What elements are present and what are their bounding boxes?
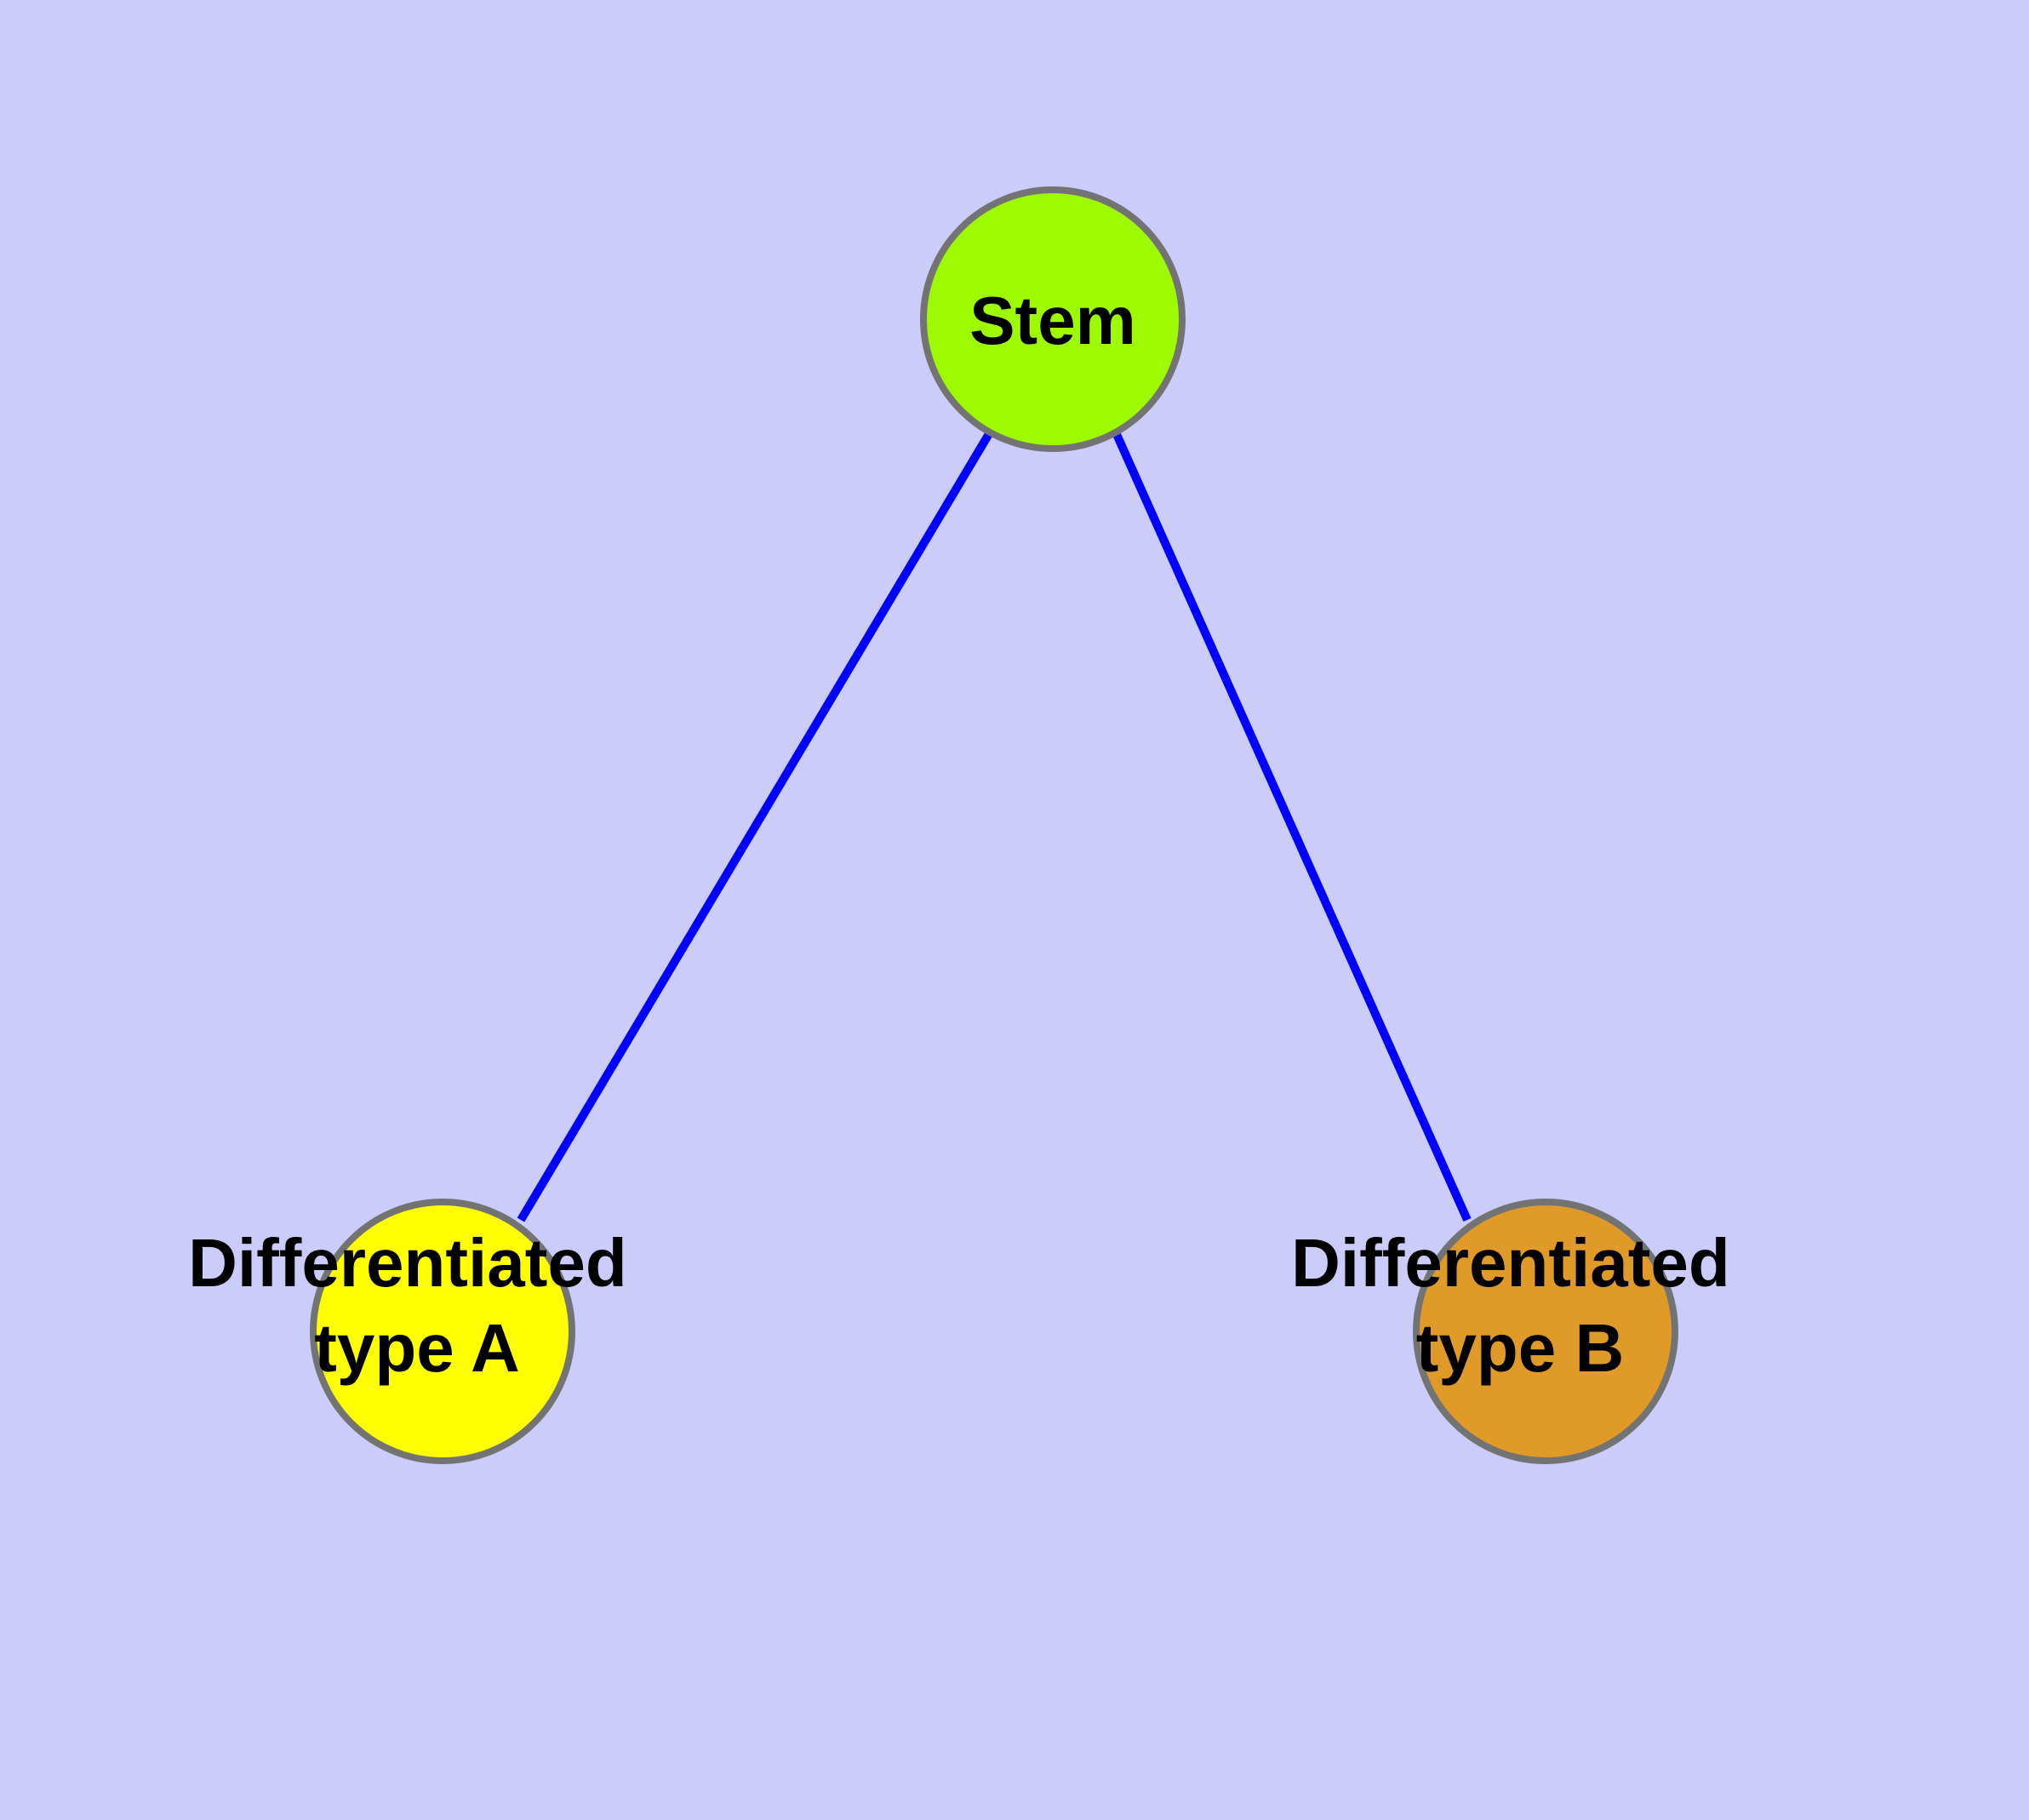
edge-layer [517,430,1472,1222]
node-label-diff-a-line-2: type A [314,1310,520,1386]
node-label-diff-b: Differentiated type B [1291,1225,1749,1386]
node-label-diff-a: Differentiated type A [188,1225,646,1386]
node-label-stem: Stem [969,283,1136,358]
node-label-diff-a-line-1: Differentiated [188,1225,627,1301]
node-circle-diff-b[interactable] [1413,1199,1678,1464]
node-circle-diff-a[interactable] [310,1199,575,1464]
edge-stem-to-diff-a [517,430,994,1222]
label-layer: Differentiated type A Differentiated typ… [188,283,1749,1386]
node-label-stem-line-1: Stem [969,283,1136,358]
node-circle-stem[interactable] [920,186,1186,452]
node-label-diff-b-line-2: type B [1416,1310,1625,1386]
edge-stem-to-diff-b [1112,430,1472,1222]
node-diff-b[interactable] [1413,1199,1678,1464]
node-stem[interactable] [920,186,1186,452]
node-diff-a[interactable] [310,1199,575,1464]
node-label-diff-b-line-1: Differentiated [1291,1225,1730,1301]
